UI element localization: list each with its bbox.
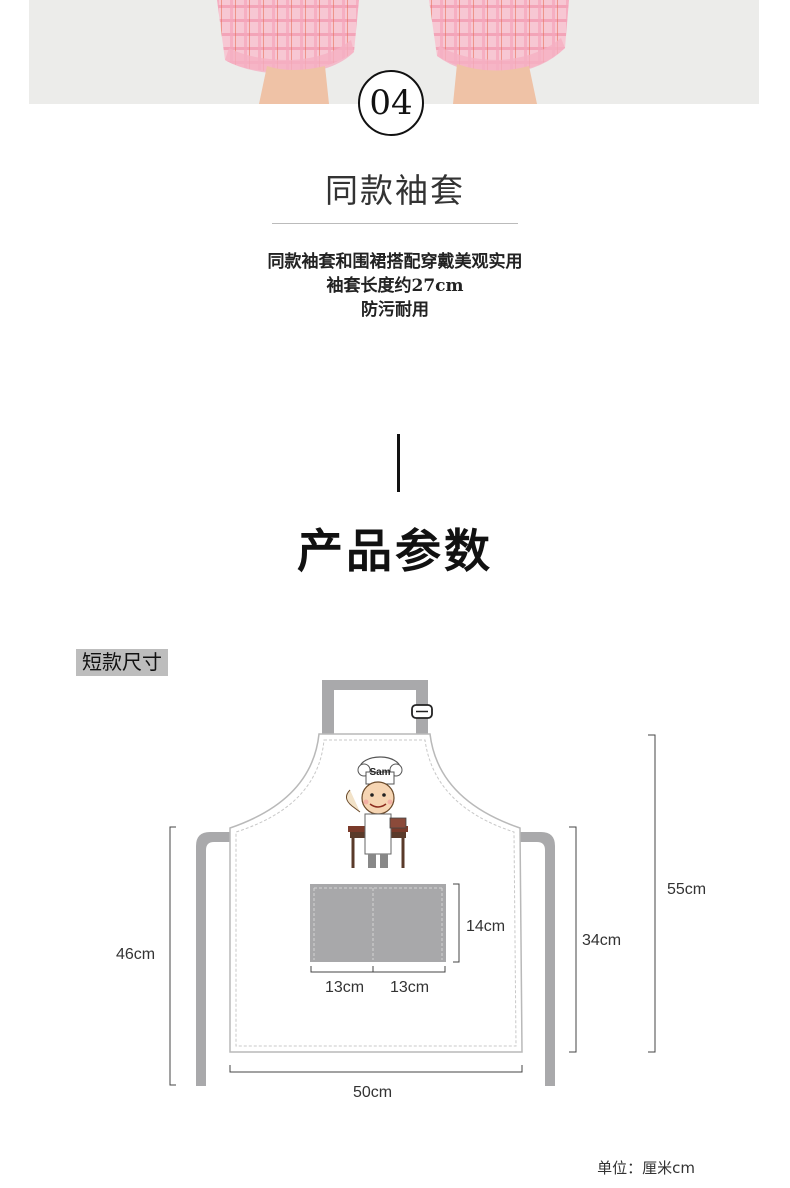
section-line-2: 袖套长度约27cm xyxy=(326,276,464,296)
chef-cartoon-icon xyxy=(346,756,408,868)
apron-stitch xyxy=(235,739,517,1047)
section-line-3: 防污耐用 xyxy=(361,300,429,320)
dim-pocket-height: 14cm xyxy=(466,918,506,935)
section-divider xyxy=(272,223,518,224)
params-title: 产品参数 xyxy=(297,524,493,578)
right-waist-tie xyxy=(520,832,555,1086)
dim-total-height: 55cm xyxy=(667,881,707,898)
section-title: 同款袖套 xyxy=(325,171,465,210)
sleeve-photo-art xyxy=(29,0,759,104)
left-waist-tie xyxy=(196,832,232,1086)
apron-print-name: Sam xyxy=(369,767,390,778)
dim-bib-width: 46cm xyxy=(116,946,156,963)
dim-pocket-right-width: 13cm xyxy=(390,979,430,996)
dim-pocket-left-width: 13cm xyxy=(325,979,365,996)
unit-note: 单位：厘米cm xyxy=(597,1159,695,1177)
size-tag: 短款尺寸 xyxy=(76,649,168,676)
dim-bottom-width: 50cm xyxy=(353,1084,393,1101)
section-number-badge: 04 xyxy=(358,70,424,136)
apron-pocket xyxy=(310,884,446,962)
dim-side-height: 34cm xyxy=(582,932,622,949)
vertical-divider xyxy=(397,434,400,492)
sleeve-photo xyxy=(29,0,759,104)
dimension-lines xyxy=(169,734,656,1086)
section-line-1: 同款袖套和围裙搭配穿戴美观实用 xyxy=(267,252,523,272)
